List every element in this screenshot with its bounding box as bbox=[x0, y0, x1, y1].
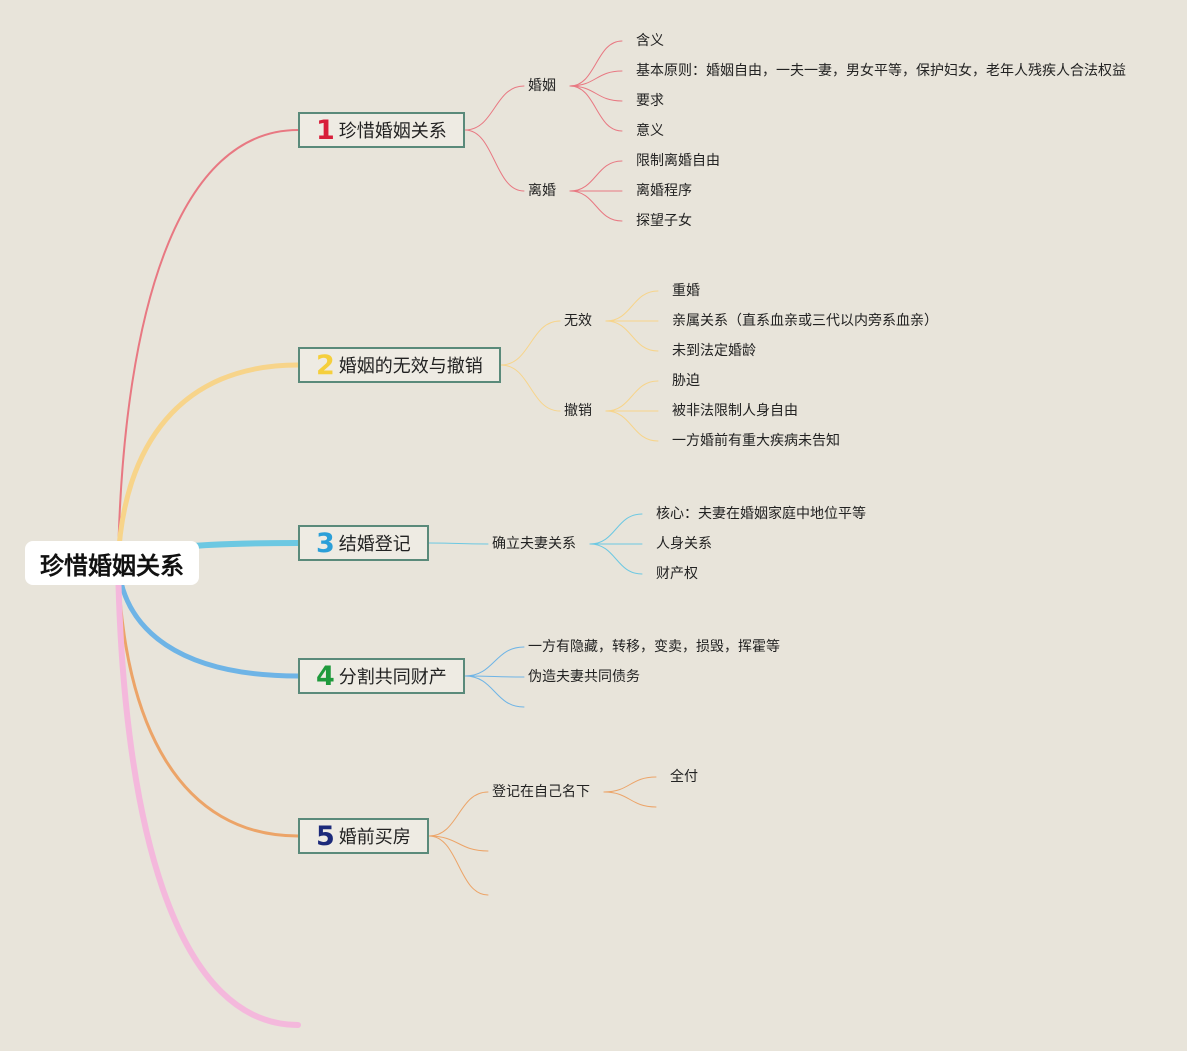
leaf-topic[interactable]: 重婚 bbox=[672, 283, 700, 299]
sub-link-5-3 bbox=[428, 835, 489, 896]
subtopic[interactable]: 一方有隐藏，转移，变卖，损毁，挥霍等 bbox=[528, 639, 780, 655]
subtopic[interactable]: 婚姻 bbox=[528, 78, 556, 94]
leaf-topic[interactable]: 亲属关系（直系血亲或三代以内旁系血亲） bbox=[672, 313, 938, 329]
leaf-topic[interactable]: 一方婚前有重大疾病未告知 bbox=[672, 433, 840, 449]
sub-link-5-1 bbox=[428, 791, 489, 837]
leaf-link-1-2-3 bbox=[569, 190, 623, 222]
leaf-topic[interactable]: 离婚程序 bbox=[636, 183, 692, 199]
leaf-topic[interactable]: 探望子女 bbox=[636, 213, 692, 229]
topic-label: 结婚登记 bbox=[338, 534, 411, 555]
topic-label: 婚姻的无效与撤销 bbox=[338, 356, 483, 377]
topic-number: 1 bbox=[316, 114, 335, 146]
subtopic[interactable]: 离婚 bbox=[528, 183, 556, 199]
trunk-link-5 bbox=[115, 560, 301, 1028]
topic-number: 2 bbox=[316, 349, 335, 381]
sub-link-2-1 bbox=[500, 320, 561, 366]
leaf-topic[interactable]: 全付 bbox=[670, 769, 698, 785]
trunk-link-2 bbox=[115, 362, 301, 566]
sub-link-4-2 bbox=[464, 675, 525, 678]
leaf-link-3-1-3 bbox=[589, 543, 643, 575]
subtopic[interactable]: 登记在自己名下 bbox=[492, 784, 590, 800]
subtopic[interactable]: 撤销 bbox=[564, 403, 592, 419]
subtopic[interactable]: 确立夫妻关系 bbox=[492, 536, 576, 552]
leaf-link-1-1-1 bbox=[569, 40, 623, 87]
sub-link-2-2 bbox=[500, 364, 561, 412]
sub-link-4-3 bbox=[464, 675, 525, 708]
topic-number: 3 bbox=[316, 527, 335, 559]
subtopic[interactable]: 伪造夫妻共同债务 bbox=[528, 669, 640, 685]
topic-label: 珍惜婚姻关系 bbox=[338, 121, 447, 142]
trunk-link-5 bbox=[116, 561, 300, 838]
leaf-topic[interactable]: 含义 bbox=[636, 33, 664, 49]
leaf-topic[interactable]: 限制离婚自由 bbox=[636, 153, 720, 169]
leaf-link-1-1-4 bbox=[569, 85, 623, 132]
sub-link-1-1 bbox=[464, 85, 525, 131]
leaf-link-5-1-1 bbox=[603, 776, 657, 793]
leaf-link-1-1-3 bbox=[569, 85, 623, 102]
leaf-link-2-2-1 bbox=[605, 380, 659, 412]
leaf-topic[interactable]: 未到法定婚龄 bbox=[672, 343, 756, 359]
topic-label: 分割共同财产 bbox=[338, 667, 447, 688]
leaf-link-2-1-1 bbox=[605, 290, 659, 322]
leaf-topic[interactable]: 要求 bbox=[636, 93, 664, 109]
subtopic[interactable]: 无效 bbox=[564, 313, 592, 329]
trunk-link-1 bbox=[117, 129, 299, 564]
sub-link-5-2 bbox=[428, 835, 489, 852]
leaf-link-2-2-3 bbox=[605, 410, 659, 442]
leaf-link-5-1-2 bbox=[603, 791, 657, 808]
sub-link-3-1 bbox=[428, 542, 489, 545]
root-topic[interactable]: 珍惜婚姻关系 bbox=[25, 541, 199, 585]
leaf-topic[interactable]: 人身关系 bbox=[656, 536, 712, 552]
leaf-link-1-2-1 bbox=[569, 160, 623, 192]
sub-link-1-2 bbox=[464, 129, 525, 192]
leaf-link-1-1-2 bbox=[569, 70, 623, 87]
topic-label: 婚前买房 bbox=[338, 827, 411, 848]
leaf-topic[interactable]: 财产权 bbox=[656, 566, 698, 582]
topic-number: 5 bbox=[316, 820, 335, 852]
topic-number: 4 bbox=[316, 660, 335, 692]
leaf-topic[interactable]: 意义 bbox=[636, 123, 664, 139]
sub-link-4-1 bbox=[464, 646, 525, 677]
leaf-link-2-1-3 bbox=[605, 320, 659, 352]
leaf-topic[interactable]: 基本原则：婚姻自由，一夫一妻，男女平等，保护妇女，老年人残疾人合法权益 bbox=[636, 63, 1126, 79]
leaf-link-3-1-1 bbox=[589, 513, 643, 545]
leaf-topic[interactable]: 核心：夫妻在婚姻家庭中地位平等 bbox=[656, 506, 866, 522]
leaf-topic[interactable]: 被非法限制人身自由 bbox=[672, 403, 798, 419]
leaf-topic[interactable]: 胁迫 bbox=[672, 373, 700, 389]
trunk-link-4 bbox=[115, 560, 301, 679]
